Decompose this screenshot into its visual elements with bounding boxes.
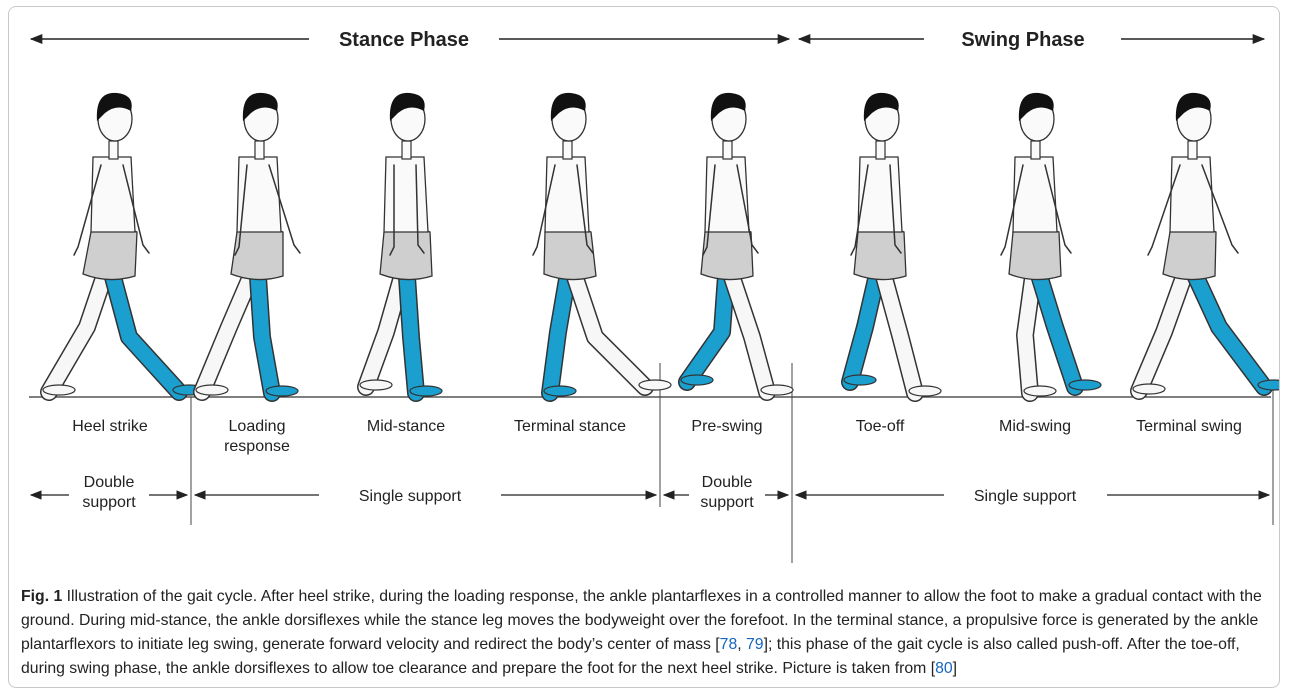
neck [723,141,732,159]
pose-label-loading-response-line2: response [224,438,290,455]
front-leg [406,262,416,393]
torso [858,157,902,232]
front-leg [1189,262,1264,387]
pose-figure-mid-swing [1001,93,1101,396]
back-foot [844,375,876,385]
shorts [1163,227,1216,280]
back-leg [202,262,257,392]
torso [1170,157,1214,232]
back-leg [687,262,727,382]
shorts [1009,227,1061,280]
pose-label-pre-swing: Pre-swing [691,418,762,435]
pose-figure-toe-off [844,93,941,396]
caption-ref-79[interactable]: 79 [746,636,764,653]
neck [1188,141,1197,159]
pose-label-terminal-swing: Terminal swing [1136,418,1242,435]
front-leg [570,262,645,387]
phase-dividers [191,363,1273,563]
pose-label-heel-strike: Heel strike [72,418,148,435]
pose-label-mid-stance: Mid-stance [367,418,445,435]
single-support-1: Single support [359,488,462,505]
back-foot [43,385,75,395]
double-support-2-line1: Double [702,474,753,491]
single-support-2: Single support [974,488,1077,505]
pose-figure-pre-swing [681,93,793,395]
front-foot [1258,380,1280,390]
caption-text-c: ] [953,660,957,677]
back-foot [544,386,576,396]
pose-figure-loading-response [196,93,300,396]
pose-figures [43,93,1280,396]
gait-cycle-figure: Stance Phase Swing Phase Heel strike Loa… [9,7,1280,577]
back-leg [1139,262,1189,391]
front-foot [266,386,298,396]
back-foot [360,380,392,390]
neck [563,141,572,159]
double-support-2-line2: support [700,494,754,511]
back-foot [196,385,228,395]
caption-ref-78[interactable]: 78 [720,636,738,653]
shorts [231,227,283,280]
torso [91,157,135,232]
neck [1031,141,1040,159]
caption-fig-number: Fig. 1 [21,588,62,605]
stance-phase-title: Stance Phase [339,29,469,51]
caption-sep: , [737,636,746,653]
back-foot [1133,384,1165,394]
pose-label-terminal-stance: Terminal stance [514,418,626,435]
neck [876,141,885,159]
caption-ref-80[interactable]: 80 [935,660,953,677]
front-leg [880,262,915,393]
pose-figure-mid-stance [360,93,442,396]
front-foot [909,386,941,396]
shorts [544,227,596,280]
neck [255,141,264,159]
torso [1013,157,1057,232]
pose-figure-terminal-swing [1133,93,1280,394]
neck [402,141,411,159]
pose-label-mid-swing: Mid-swing [999,418,1071,435]
pose-figure-terminal-stance [533,93,671,396]
front-leg [109,262,179,392]
swing-phase-title: Swing Phase [961,29,1084,51]
double-support-1-line1: Double [84,474,135,491]
torso [545,157,589,232]
figure-caption: Fig. 1 Illustration of the gait cycle. A… [21,585,1271,681]
double-support-1-line2: support [82,494,136,511]
back-leg [49,262,109,392]
front-foot [639,380,671,390]
shorts [854,227,906,280]
torso [384,157,428,232]
shorts [83,227,137,280]
front-foot [410,386,442,396]
neck [109,141,118,159]
figure-frame: Stance Phase Swing Phase Heel strike Loa… [8,6,1280,688]
front-foot [1069,380,1101,390]
front-leg [1035,262,1075,387]
back-foot [681,375,713,385]
front-foot [761,385,793,395]
front-leg [727,262,767,392]
back-leg [850,262,880,382]
back-foot [1024,386,1056,396]
pose-label-loading-response-line1: Loading [229,418,286,435]
pose-label-toe-off: Toe-off [856,418,905,435]
pose-figure-heel-strike [43,93,205,395]
